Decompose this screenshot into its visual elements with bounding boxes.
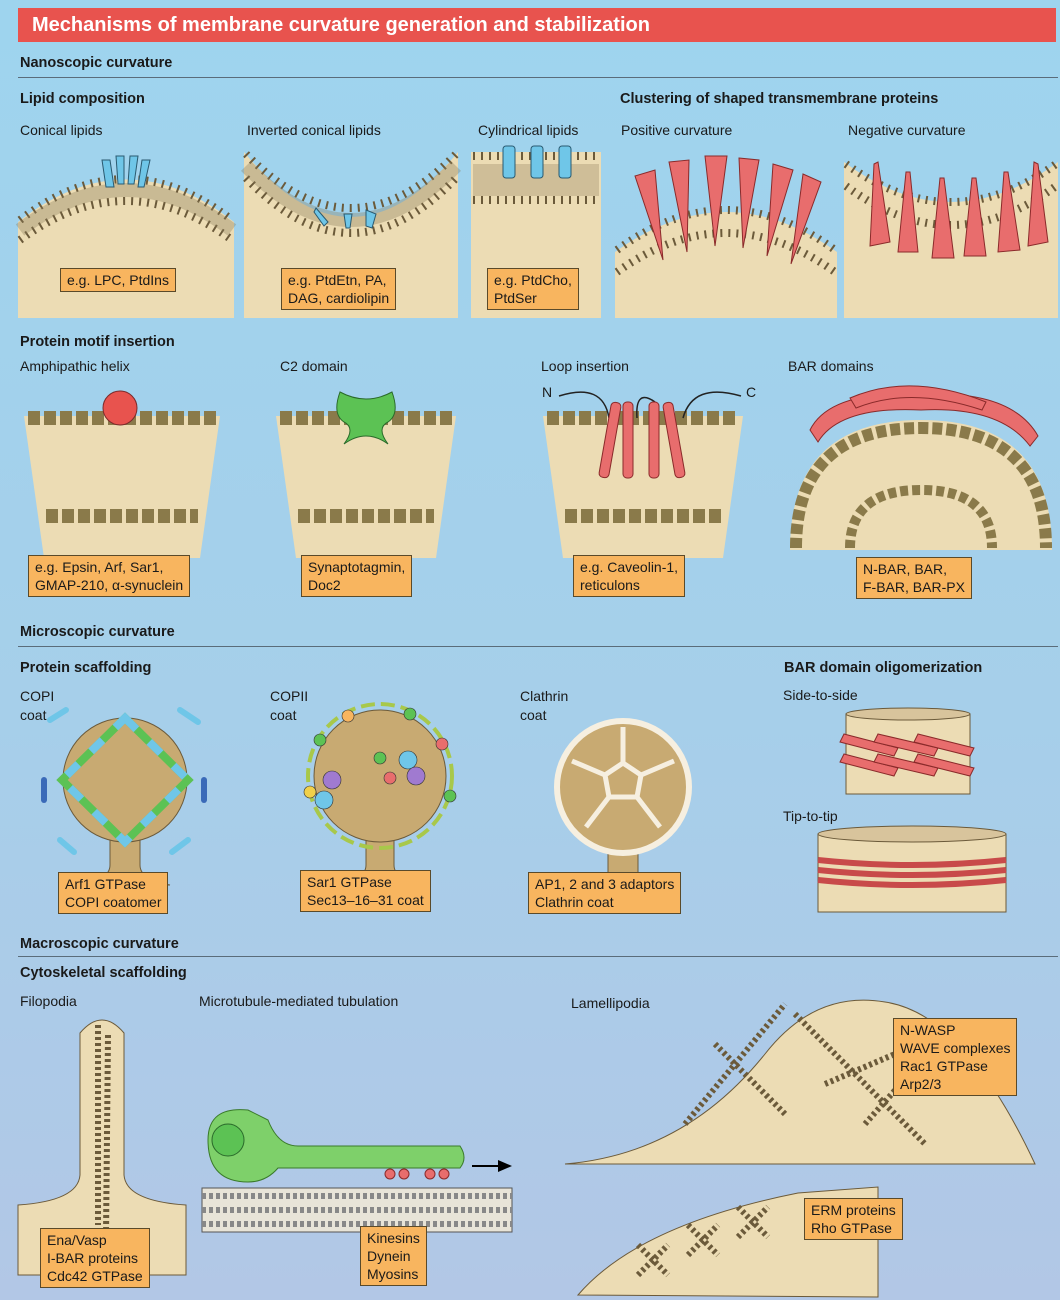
c2-domain-illustration [276, 388, 456, 558]
subsection-cytoskeletal-scaffolding: Cytoskeletal scaffolding [20, 965, 187, 981]
section-nanoscopic: Nanoscopic curvature [20, 55, 172, 71]
side-to-side-tube-illustration [838, 708, 978, 800]
label-c-terminus: C [746, 384, 756, 400]
box-nwasp: N-WASP WAVE complexes Rac1 GTPase Arp2/3 [893, 1018, 1017, 1096]
label-cylindrical-lipids: Cylindrical lipids [478, 122, 578, 138]
positive-curvature-illustration [615, 142, 837, 318]
microtubule-tubulation-illustration [198, 1100, 518, 1250]
subsection-protein-motif-insertion: Protein motif insertion [20, 334, 175, 350]
box-kinesins: Kinesins Dynein Myosins [360, 1226, 427, 1286]
box-lpc-ptdins: e.g. LPC, PtdIns [60, 268, 176, 292]
subsection-lipid-composition: Lipid composition [20, 91, 145, 107]
box-sar1: Sar1 GTPase Sec13–16–31 coat [300, 870, 431, 912]
box-nbar: N-BAR, BAR, F-BAR, BAR-PX [856, 557, 972, 599]
label-side-to-side: Side-to-side [783, 687, 858, 703]
clathrin-vesicle-illustration [550, 715, 696, 895]
box-epsin: e.g. Epsin, Arf, Sar1, GMAP-210, α-synuc… [28, 555, 190, 597]
section-macroscopic: Macroscopic curvature [20, 936, 179, 952]
section-microscopic: Microscopic curvature [20, 624, 175, 640]
label-negative-curvature: Negative curvature [848, 122, 966, 138]
label-c2-domain: C2 domain [280, 358, 348, 374]
section-divider [18, 646, 1058, 647]
section-divider [18, 77, 1058, 78]
box-synaptotagmin: Synaptotagmin, Doc2 [301, 555, 412, 597]
loop-insertion-illustration [543, 388, 743, 558]
label-amphipathic-helix: Amphipathic helix [20, 358, 130, 374]
subsection-protein-scaffolding: Protein scaffolding [20, 660, 151, 676]
label-bar-domains: BAR domains [788, 358, 874, 374]
copi-vesicle-illustration [40, 700, 210, 900]
box-ptdcho: e.g. PtdCho, PtdSer [487, 268, 579, 310]
label-inverted-conical-lipids: Inverted conical lipids [247, 122, 381, 138]
tip-to-tip-tube-illustration [812, 826, 1012, 916]
label-microtubule-tubulation: Microtubule-mediated tubulation [199, 993, 398, 1009]
amphipathic-helix-illustration [24, 388, 220, 558]
label-loop-insertion: Loop insertion [541, 358, 629, 374]
negative-curvature-illustration [844, 142, 1058, 318]
bar-domains-illustration [790, 380, 1052, 560]
box-caveolin: e.g. Caveolin-1, reticulons [573, 555, 685, 597]
label-conical-lipids: Conical lipids [20, 122, 102, 138]
box-erm: ERM proteins Rho GTPase [804, 1198, 903, 1240]
box-arf1: Arf1 GTPase COPI coatomer [58, 872, 168, 914]
label-positive-curvature: Positive curvature [621, 122, 732, 138]
subsection-bar-oligomerization: BAR domain oligomerization [784, 660, 982, 676]
label-filopodia: Filopodia [20, 993, 77, 1009]
box-ptdetn: e.g. PtdEtn, PA, DAG, cardiolipin [281, 268, 396, 310]
label-tip-to-tip: Tip-to-tip [783, 808, 838, 824]
figure-title: Mechanisms of membrane curvature generat… [18, 8, 1056, 42]
subsection-clustering: Clustering of shaped transmembrane prote… [620, 91, 938, 107]
box-ena-vasp: Ena/Vasp I-BAR proteins Cdc42 GTPase [40, 1228, 150, 1288]
section-divider [18, 956, 1058, 957]
box-ap-adaptors: AP1, 2 and 3 adaptors Clathrin coat [528, 872, 681, 914]
